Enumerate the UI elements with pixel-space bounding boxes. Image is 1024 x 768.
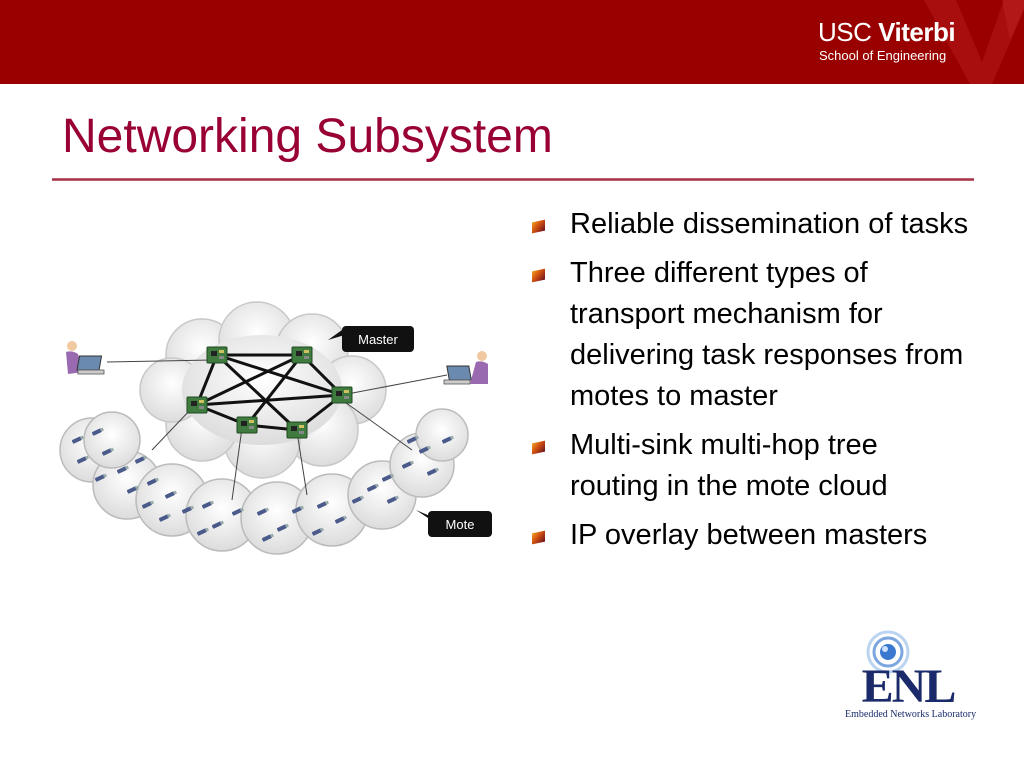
signal-rings-icon bbox=[866, 630, 910, 674]
bullet-item: Three different types of transport mecha… bbox=[532, 253, 972, 417]
bullet-icon bbox=[532, 219, 545, 234]
master-label: Master bbox=[358, 332, 398, 347]
enl-letters: ENL bbox=[862, 660, 955, 710]
slide-title: Networking Subsystem bbox=[62, 110, 553, 163]
header-banner: USC Viterbi School of Engineering bbox=[0, 0, 1024, 84]
bullet-text: Multi-sink multi-hop tree routing in the… bbox=[570, 429, 888, 502]
viterbi-v-watermark bbox=[924, 0, 1024, 84]
usc-viterbi-logo: USC Viterbi bbox=[818, 17, 956, 47]
bullet-item: Multi-sink multi-hop tree routing in the… bbox=[532, 425, 972, 507]
logo-viterbi-text: Viterbi bbox=[878, 17, 956, 47]
enl-subtitle: Embedded Networks Laboratory bbox=[845, 709, 977, 720]
bullet-icon bbox=[532, 440, 545, 455]
bullet-icon bbox=[532, 268, 545, 283]
bullet-icon bbox=[532, 530, 545, 545]
user-laptop-left-icon bbox=[66, 341, 105, 375]
mote-label: Mote bbox=[446, 517, 475, 532]
user-laptop-right-icon bbox=[443, 351, 488, 385]
bullet-text: Three different types of transport mecha… bbox=[570, 257, 964, 412]
mote-callout: Mote bbox=[416, 510, 492, 537]
title-divider bbox=[52, 178, 974, 181]
master-callout: Master bbox=[328, 326, 414, 352]
bullet-item: IP overlay between masters bbox=[532, 515, 972, 556]
bullet-list: Reliable dissemination of tasks Three di… bbox=[532, 204, 972, 564]
bullet-item: Reliable dissemination of tasks bbox=[532, 204, 972, 245]
logo-usc-text: USC bbox=[818, 17, 872, 47]
bullet-text: IP overlay between masters bbox=[570, 519, 928, 551]
logo-school-text: School of Engineering bbox=[819, 48, 947, 63]
mote-cloud bbox=[59, 408, 469, 555]
master-to-mote-links bbox=[106, 359, 448, 501]
network-diagram: Master Mote bbox=[59, 301, 492, 555]
enl-logo: ENL bbox=[862, 630, 956, 710]
bullet-text: Reliable dissemination of tasks bbox=[570, 208, 969, 240]
